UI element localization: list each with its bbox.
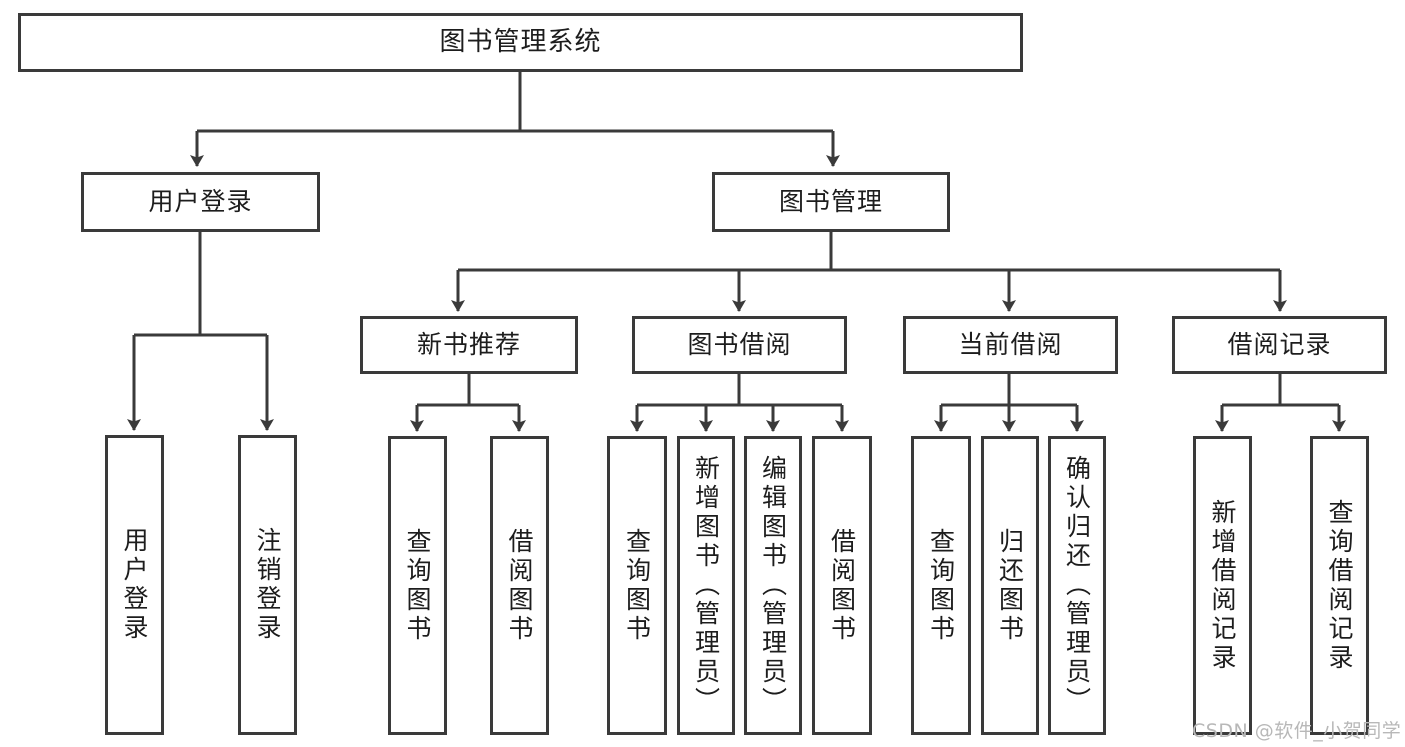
leaf-query-book-2-label: 查询图书 (622, 527, 652, 644)
leaf-add-book[interactable]: 新增图书（管理员） (677, 436, 735, 735)
node-book-manage-label: 图书管理 (778, 187, 883, 217)
leaf-add-borrow-record[interactable]: 新增借阅记录 (1193, 436, 1252, 735)
node-new-book-recommend-label: 新书推荐 (416, 330, 521, 360)
leaf-user-logout-label: 注销登录 (253, 527, 282, 643)
node-book-manage[interactable]: 图书管理 (712, 172, 950, 232)
leaf-confirm-return-label: 确认归还（管理员） (1062, 455, 1092, 716)
leaf-edit-book-label: 编辑图书（管理员） (758, 455, 788, 716)
node-book-borrow[interactable]: 图书借阅 (632, 316, 847, 374)
node-root-label: 图书管理系统 (439, 27, 602, 58)
leaf-query-borrow-record[interactable]: 查询借阅记录 (1310, 436, 1369, 735)
leaf-query-book-3[interactable]: 查询图书 (911, 436, 971, 735)
node-book-borrow-label: 图书借阅 (687, 330, 792, 360)
leaf-query-borrow-record-label: 查询借阅记录 (1325, 498, 1354, 673)
leaf-borrow-book-1[interactable]: 借阅图书 (490, 436, 549, 735)
node-root[interactable]: 图书管理系统 (18, 13, 1023, 72)
leaf-query-book-3-label: 查询图书 (926, 527, 956, 644)
csdn-watermark: CSDN @软件_小贺同学 (1192, 720, 1402, 742)
node-current-borrow-label: 当前借阅 (958, 330, 1063, 360)
leaf-borrow-book-2[interactable]: 借阅图书 (812, 436, 872, 735)
node-user-login-label: 用户登录 (148, 187, 253, 217)
leaf-edit-book[interactable]: 编辑图书（管理员） (744, 436, 802, 735)
leaf-add-book-label: 新增图书（管理员） (691, 455, 721, 716)
leaf-query-book-2[interactable]: 查询图书 (607, 436, 667, 735)
leaf-borrow-book-2-label: 借阅图书 (827, 527, 857, 644)
leaf-return-book-label: 归还图书 (995, 527, 1025, 644)
leaf-query-book-1-label: 查询图书 (403, 527, 432, 644)
leaf-user-login[interactable]: 用户登录 (105, 435, 164, 735)
leaf-query-book-1[interactable]: 查询图书 (388, 436, 447, 735)
leaf-borrow-book-1-label: 借阅图书 (505, 527, 534, 644)
leaf-add-borrow-record-label: 新增借阅记录 (1208, 498, 1237, 673)
leaf-user-logout[interactable]: 注销登录 (238, 435, 297, 735)
leaf-confirm-return[interactable]: 确认归还（管理员） (1048, 436, 1106, 735)
node-borrow-record[interactable]: 借阅记录 (1172, 316, 1387, 374)
node-new-book-recommend[interactable]: 新书推荐 (360, 316, 578, 374)
node-user-login[interactable]: 用户登录 (81, 172, 320, 232)
node-borrow-record-label: 借阅记录 (1227, 330, 1332, 360)
leaf-user-login-label: 用户登录 (120, 527, 149, 643)
leaf-return-book[interactable]: 归还图书 (981, 436, 1039, 735)
node-current-borrow[interactable]: 当前借阅 (903, 316, 1118, 374)
